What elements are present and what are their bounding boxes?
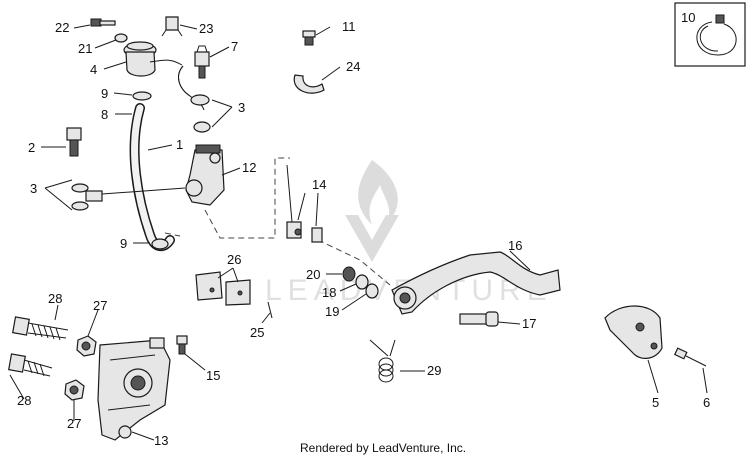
callout-7: 7: [231, 39, 238, 54]
callout-28-lower: 28: [17, 393, 31, 408]
reservoir-4: [123, 41, 183, 77]
callout-3-upper: 3: [238, 100, 245, 115]
callout-29: 29: [427, 363, 441, 378]
washer-3-b: [193, 121, 211, 133]
callout-27-upper: 27: [93, 298, 107, 313]
callout-21: 21: [78, 41, 92, 56]
callout-17: 17: [522, 316, 536, 331]
callout-15: 15: [206, 368, 220, 383]
callout-12: 12: [242, 160, 256, 175]
callout-25: 25: [250, 325, 264, 340]
callout-8: 8: [101, 107, 108, 122]
callout-23: 23: [199, 21, 213, 36]
bolt-11: [302, 30, 316, 46]
washer-19: [365, 283, 379, 299]
bracket-23: [161, 16, 183, 37]
callout-27-lower: 27: [67, 416, 81, 431]
heel-guard-5: [604, 305, 663, 359]
callout-11: 11: [342, 19, 356, 34]
screw-6: [673, 347, 707, 367]
spring-29: [369, 339, 396, 383]
callout-5: 5: [652, 395, 659, 410]
callout-2: 2: [28, 140, 35, 155]
hose-8: [129, 103, 175, 252]
nut-27-upper: [76, 335, 97, 357]
bolt-17: [459, 311, 499, 327]
bolt-28-upper: [12, 316, 69, 341]
bolt-2: [66, 127, 82, 157]
callout-22: 22: [55, 20, 69, 35]
footer-credit: Rendered by LeadVenture, Inc.: [300, 441, 466, 455]
callout-4: 4: [90, 62, 97, 77]
callout-20: 20: [306, 267, 320, 282]
washer-18: [355, 274, 369, 290]
callout-3-left: 3: [30, 181, 37, 196]
master-cylinder-12: [185, 144, 225, 206]
caliper-13: [97, 337, 171, 441]
bolt-28-lower: [8, 353, 53, 377]
callout-16: 16: [508, 238, 522, 253]
brake-pads-26: [195, 271, 251, 306]
callout-26: 26: [227, 252, 241, 267]
callout-labels: 1 2 3 3 3 4 5 6 7 8 9 9 10 11 12 13 14 1…: [17, 10, 710, 448]
switch-7: [194, 45, 210, 79]
clamp-24: [293, 74, 325, 94]
washer-21: [114, 33, 128, 43]
bolt-22: [90, 18, 116, 27]
callout-19: 19: [325, 304, 339, 319]
part-10-box: [674, 2, 746, 67]
nut-27-lower: [64, 379, 85, 401]
pin-25: [267, 301, 273, 319]
callout-1: 1: [176, 137, 183, 152]
clip-9-bottom: [151, 238, 169, 250]
callout-28-upper: 28: [48, 291, 62, 306]
washer-3-a: [190, 94, 210, 106]
callout-14: 14: [312, 177, 326, 192]
callout-13: 13: [154, 433, 168, 448]
banjo-line-3: [71, 183, 186, 211]
bleeder-15: [176, 335, 188, 355]
callout-18: 18: [322, 285, 336, 300]
clip-9-top: [132, 91, 152, 101]
nut-20: [342, 266, 356, 282]
callout-9-lower: 9: [120, 236, 127, 251]
brake-pedal-16: [391, 251, 561, 315]
leader-lines: [9, 24, 708, 441]
callout-9-upper: 9: [101, 86, 108, 101]
callout-10: 10: [681, 10, 695, 25]
callout-24: 24: [346, 59, 360, 74]
callout-6: 6: [703, 395, 710, 410]
pushrod-14: [286, 164, 323, 243]
